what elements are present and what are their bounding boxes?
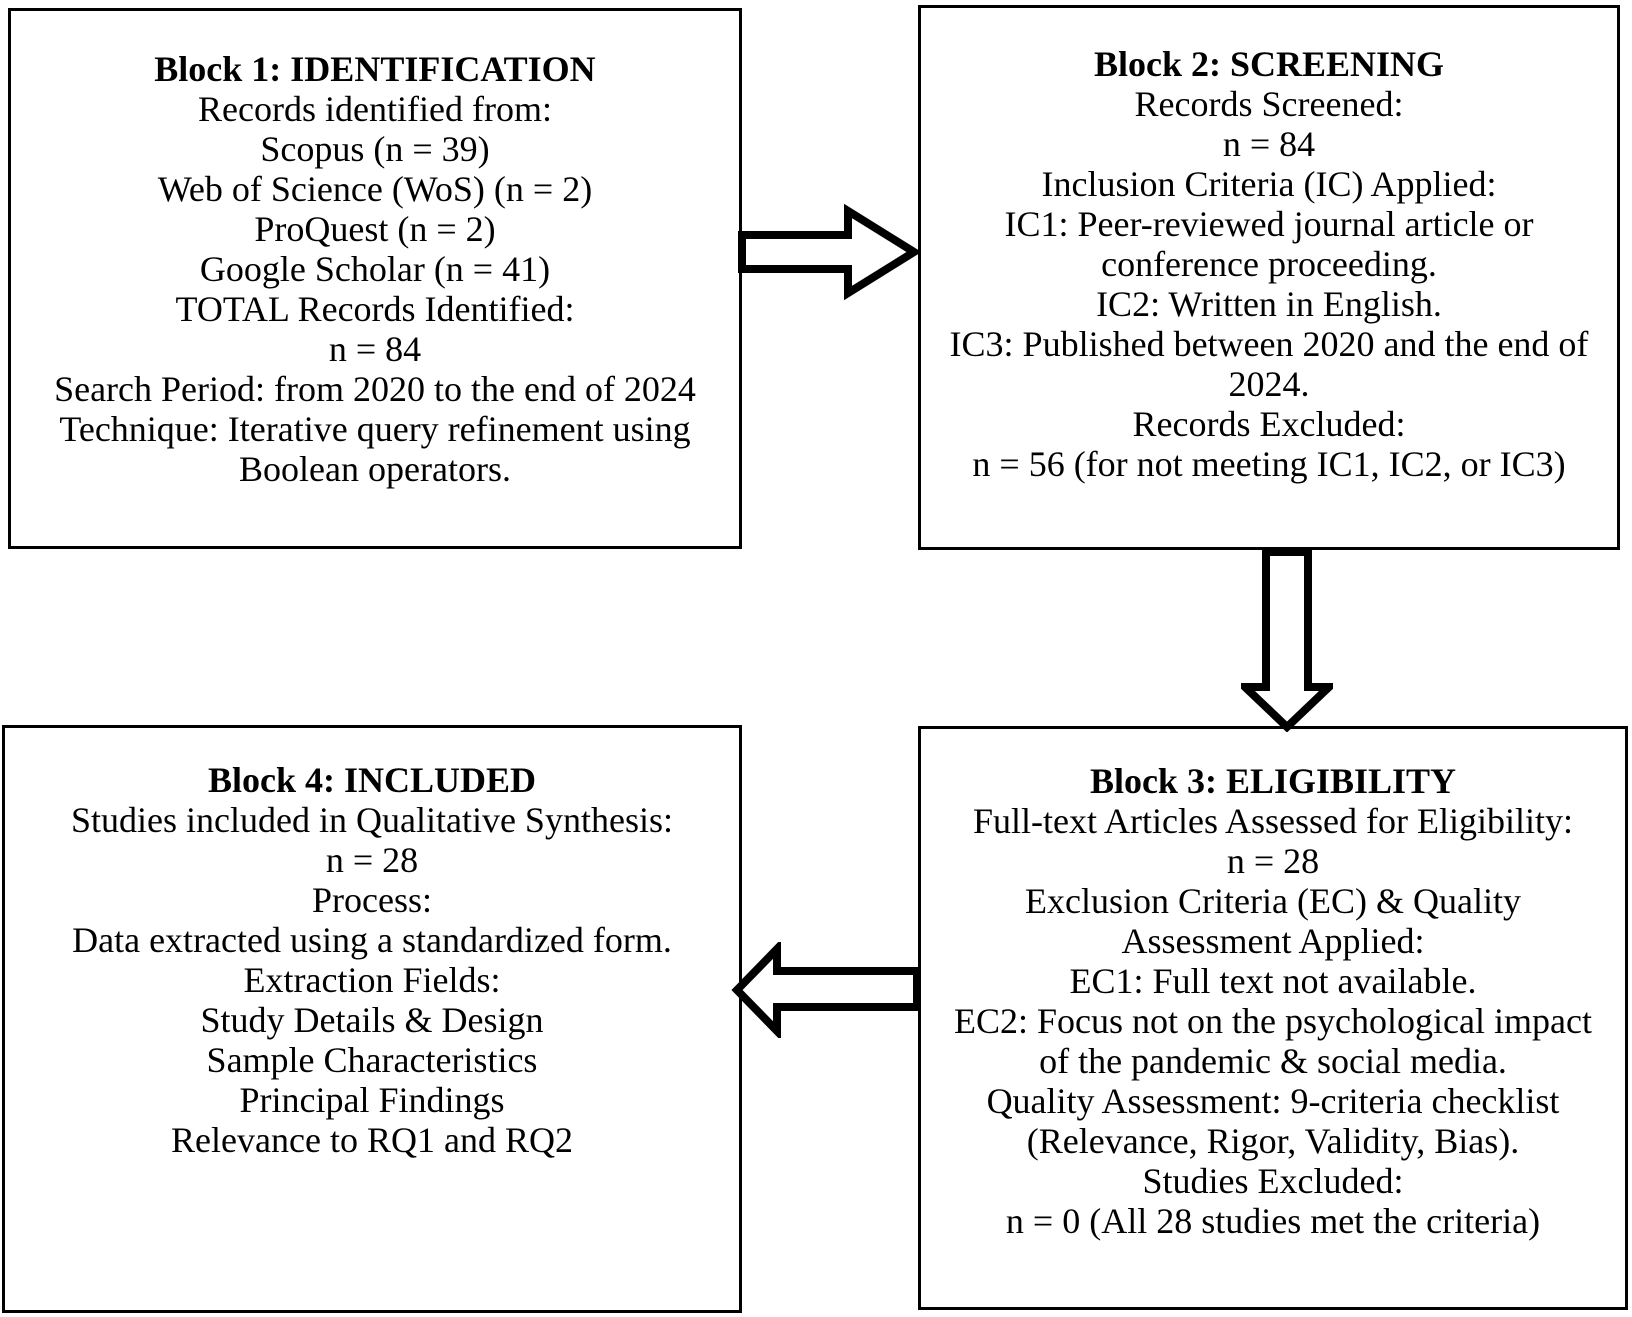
block-line: Records Screened: bbox=[1134, 84, 1404, 124]
block-line: Google Scholar (n = 41) bbox=[199, 249, 551, 289]
block-line: Relevance to RQ1 and RQ2 bbox=[171, 1120, 573, 1160]
block-line: n = 0 (All 28 studies met the criteria) bbox=[1005, 1201, 1541, 1241]
block-line: Extraction Fields: bbox=[243, 960, 501, 1000]
block-included: Block 4: INCLUDED Studies included in Qu… bbox=[2, 725, 742, 1313]
block-line: Studies Excluded: bbox=[1142, 1161, 1404, 1201]
block-included-title: Block 4: INCLUDED bbox=[207, 760, 537, 800]
block-screening-title: Block 2: SCREENING bbox=[1093, 44, 1445, 84]
block-identification: Block 1: IDENTIFICATION Records identifi… bbox=[8, 8, 742, 549]
block-line: IC3: Published between 2020 and the end … bbox=[949, 324, 1589, 404]
arrow-right-icon bbox=[738, 203, 920, 301]
block-line: ProQuest (n = 2) bbox=[254, 209, 496, 249]
block-line: Process: bbox=[312, 880, 432, 920]
block-line: Principal Findings bbox=[239, 1080, 505, 1120]
block-line: Study Details & Design bbox=[200, 1000, 544, 1040]
block-line: Quality Assessment: 9-criteria checklist… bbox=[986, 1081, 1560, 1161]
block-line: EC1: Full text not available. bbox=[1069, 961, 1477, 1001]
block-line: Sample Characteristics bbox=[206, 1040, 538, 1080]
block-line: Web of Science (WoS) (n = 2) bbox=[157, 169, 593, 209]
block-eligibility: Block 3: ELIGIBILITY Full-text Articles … bbox=[918, 726, 1628, 1310]
block-identification-title: Block 1: IDENTIFICATION bbox=[154, 49, 596, 89]
arrow-down-icon bbox=[1241, 548, 1333, 732]
block-line: Full-text Articles Assessed for Eligibil… bbox=[973, 801, 1573, 841]
block-line: Records identified from: bbox=[198, 89, 552, 129]
block-line: Inclusion Criteria (IC) Applied: bbox=[1041, 164, 1497, 204]
block-line: n = 28 bbox=[1226, 841, 1320, 881]
block-line: Records Excluded: bbox=[1132, 404, 1406, 444]
block-line: Search Period: from 2020 to the end of 2… bbox=[54, 369, 696, 409]
block-line: n = 84 bbox=[328, 329, 422, 369]
block-line: IC1: Peer-reviewed journal article or co… bbox=[1004, 204, 1534, 284]
block-line: n = 84 bbox=[1222, 124, 1316, 164]
block-line: Scopus (n = 39) bbox=[260, 129, 490, 169]
block-line: Data extracted using a standardized form… bbox=[72, 920, 672, 960]
block-line: TOTAL Records Identified: bbox=[175, 289, 575, 329]
block-line: Exclusion Criteria (EC) & Quality Assess… bbox=[1025, 881, 1521, 961]
block-screening: Block 2: SCREENING Records Screened: n =… bbox=[918, 5, 1620, 550]
block-line: n = 56 (for not meeting IC1, IC2, or IC3… bbox=[972, 444, 1566, 484]
block-line: EC2: Focus not on the psychological impa… bbox=[954, 1001, 1592, 1081]
block-line: Studies included in Qualitative Synthesi… bbox=[71, 800, 673, 840]
block-line: Technique: Iterative query refinement us… bbox=[59, 409, 691, 489]
block-eligibility-title: Block 3: ELIGIBILITY bbox=[1089, 761, 1457, 801]
block-line: IC2: Written in English. bbox=[1096, 284, 1442, 324]
block-line: n = 28 bbox=[325, 840, 419, 880]
arrow-left-icon bbox=[731, 942, 921, 1038]
